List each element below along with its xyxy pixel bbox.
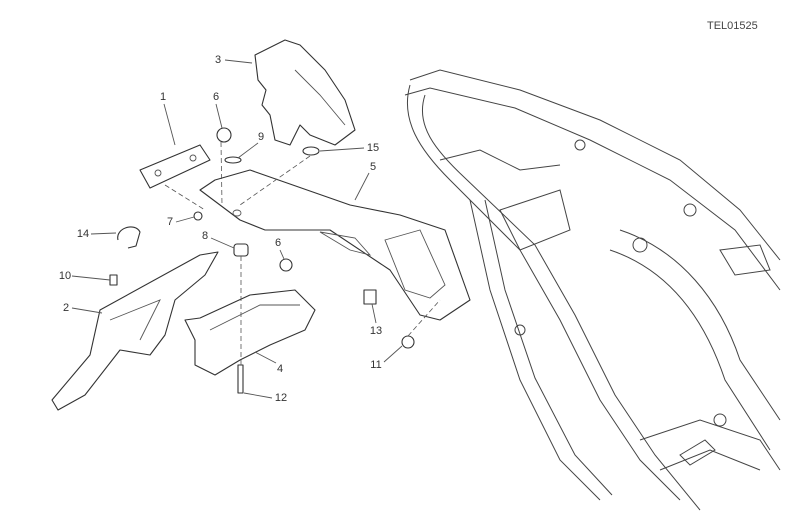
callout-2: 2	[62, 302, 70, 314]
callout-6: 6	[212, 91, 220, 103]
rear-subframe	[404, 69, 781, 511]
part-1-reflector	[139, 144, 211, 189]
callout-15: 15	[366, 142, 380, 154]
part-6-clip	[216, 127, 232, 143]
part-11-screw	[401, 335, 415, 349]
part-8-rubber-mount	[233, 243, 249, 257]
part-9-grommet	[224, 156, 242, 164]
part-13-clip-nut	[363, 289, 377, 305]
callout-14: 14	[76, 228, 90, 240]
part-5-bracket	[199, 169, 471, 321]
callout-3: 3	[214, 54, 222, 66]
callout-9: 9	[257, 131, 265, 143]
part-15-washer	[302, 146, 320, 156]
callout-4: 4	[276, 363, 284, 375]
part-12-screw	[237, 364, 244, 394]
callout-7: 7	[166, 216, 174, 228]
callout-8: 8	[201, 230, 209, 242]
callout-6-second: 6	[274, 237, 282, 249]
part-10-screw	[109, 274, 118, 286]
part-4-mudguard	[184, 289, 316, 376]
leader-lines	[71, 59, 403, 399]
callout-1: 1	[159, 91, 167, 103]
callout-12: 12	[274, 392, 288, 404]
part-3-cover	[254, 39, 356, 146]
part-2-plate-holder	[51, 251, 219, 411]
part-7-nut	[193, 211, 203, 221]
callout-11: 11	[370, 359, 382, 371]
callout-10: 10	[58, 270, 72, 282]
drawing-code: TEL01525	[707, 20, 758, 32]
part-6-clip-2	[279, 258, 293, 272]
part-14-clamp	[117, 226, 141, 249]
callout-13: 13	[369, 325, 383, 337]
callout-5: 5	[369, 161, 377, 173]
